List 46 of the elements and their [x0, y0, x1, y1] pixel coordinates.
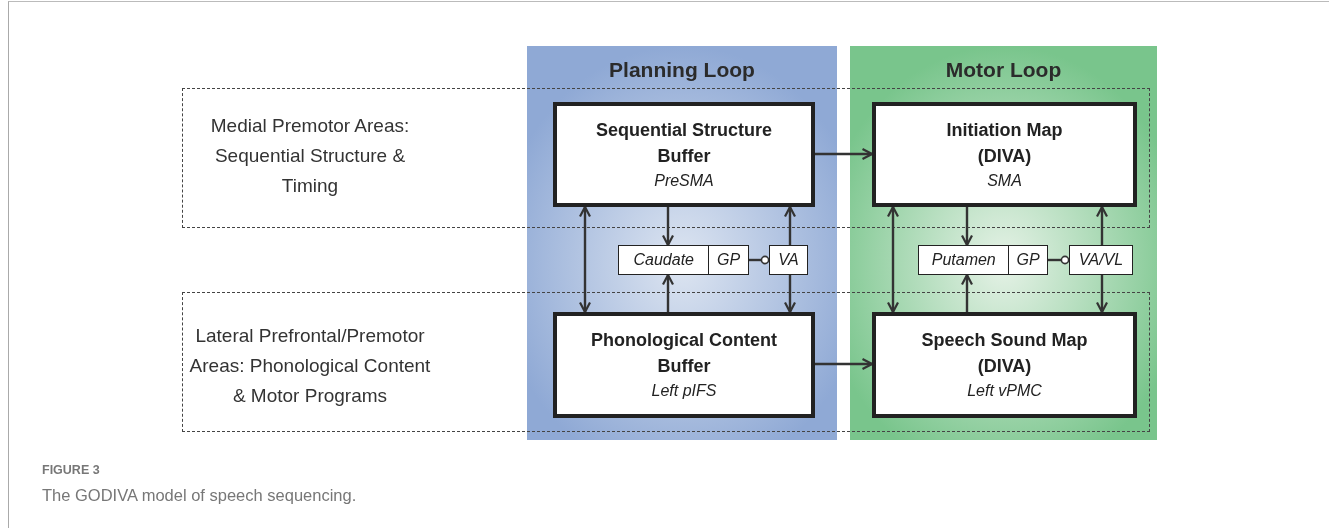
nucleus-label: GP [1016, 251, 1040, 269]
panel-title: Motor Loop [945, 58, 1062, 82]
box-title: Sequential Structure Buffer [594, 118, 773, 168]
box-title: Phonological Content Buffer [590, 329, 778, 378]
nucleus-box [918, 245, 1010, 275]
box-title: Speech Sound Map (DIVA) [920, 329, 1089, 378]
process-box [553, 312, 815, 418]
arrow [661, 207, 675, 247]
inhibitory-connector [749, 255, 770, 265]
arrow [1095, 205, 1109, 245]
nucleus-box [708, 245, 749, 275]
nucleus-box [618, 245, 710, 275]
arrow [661, 273, 675, 312]
brain-region-label: SMA [987, 170, 1022, 191]
region-label: Medial Premotor Areas: Sequential Structure & Timing [209, 114, 411, 198]
nucleus-label: VA [778, 251, 799, 269]
arrow [1095, 275, 1109, 314]
nucleus-label: Caudate [633, 251, 694, 269]
figure-caption: The GODIVA model of speech sequencing. [42, 486, 357, 505]
arrow [815, 147, 874, 161]
nucleus-box [1069, 245, 1133, 275]
process-box [553, 102, 815, 207]
arrow [886, 205, 900, 314]
panel-title: Planning Loop [609, 58, 755, 82]
nucleus-label: GP [716, 251, 741, 269]
nucleus-label: Putamen [931, 251, 996, 269]
planning-loop-panel [527, 46, 837, 440]
process-box [872, 312, 1137, 418]
brain-region-label: PreSMA [654, 170, 714, 191]
arrow [783, 205, 797, 245]
arrow [578, 205, 592, 314]
motor-loop-panel [850, 46, 1157, 440]
arrow [960, 273, 974, 312]
inhibitory-connector [1048, 255, 1070, 265]
nucleus-box [769, 245, 808, 275]
arrow [815, 357, 874, 371]
arrow [960, 207, 974, 247]
brain-region-label: Left vPMC [967, 381, 1042, 401]
figure-number: FIGURE 3 [42, 463, 100, 477]
brain-region-label: Left pIFS [651, 381, 717, 401]
region-label: Lateral Prefrontal/Premotor Areas: Phonological Content & Motor Programs [188, 324, 432, 408]
box-title: Initiation Map (DIVA) [945, 118, 1064, 168]
nucleus-box [1008, 245, 1048, 275]
nucleus-label: VA/VL [1078, 251, 1124, 269]
arrow [783, 275, 797, 314]
process-box [872, 102, 1137, 207]
